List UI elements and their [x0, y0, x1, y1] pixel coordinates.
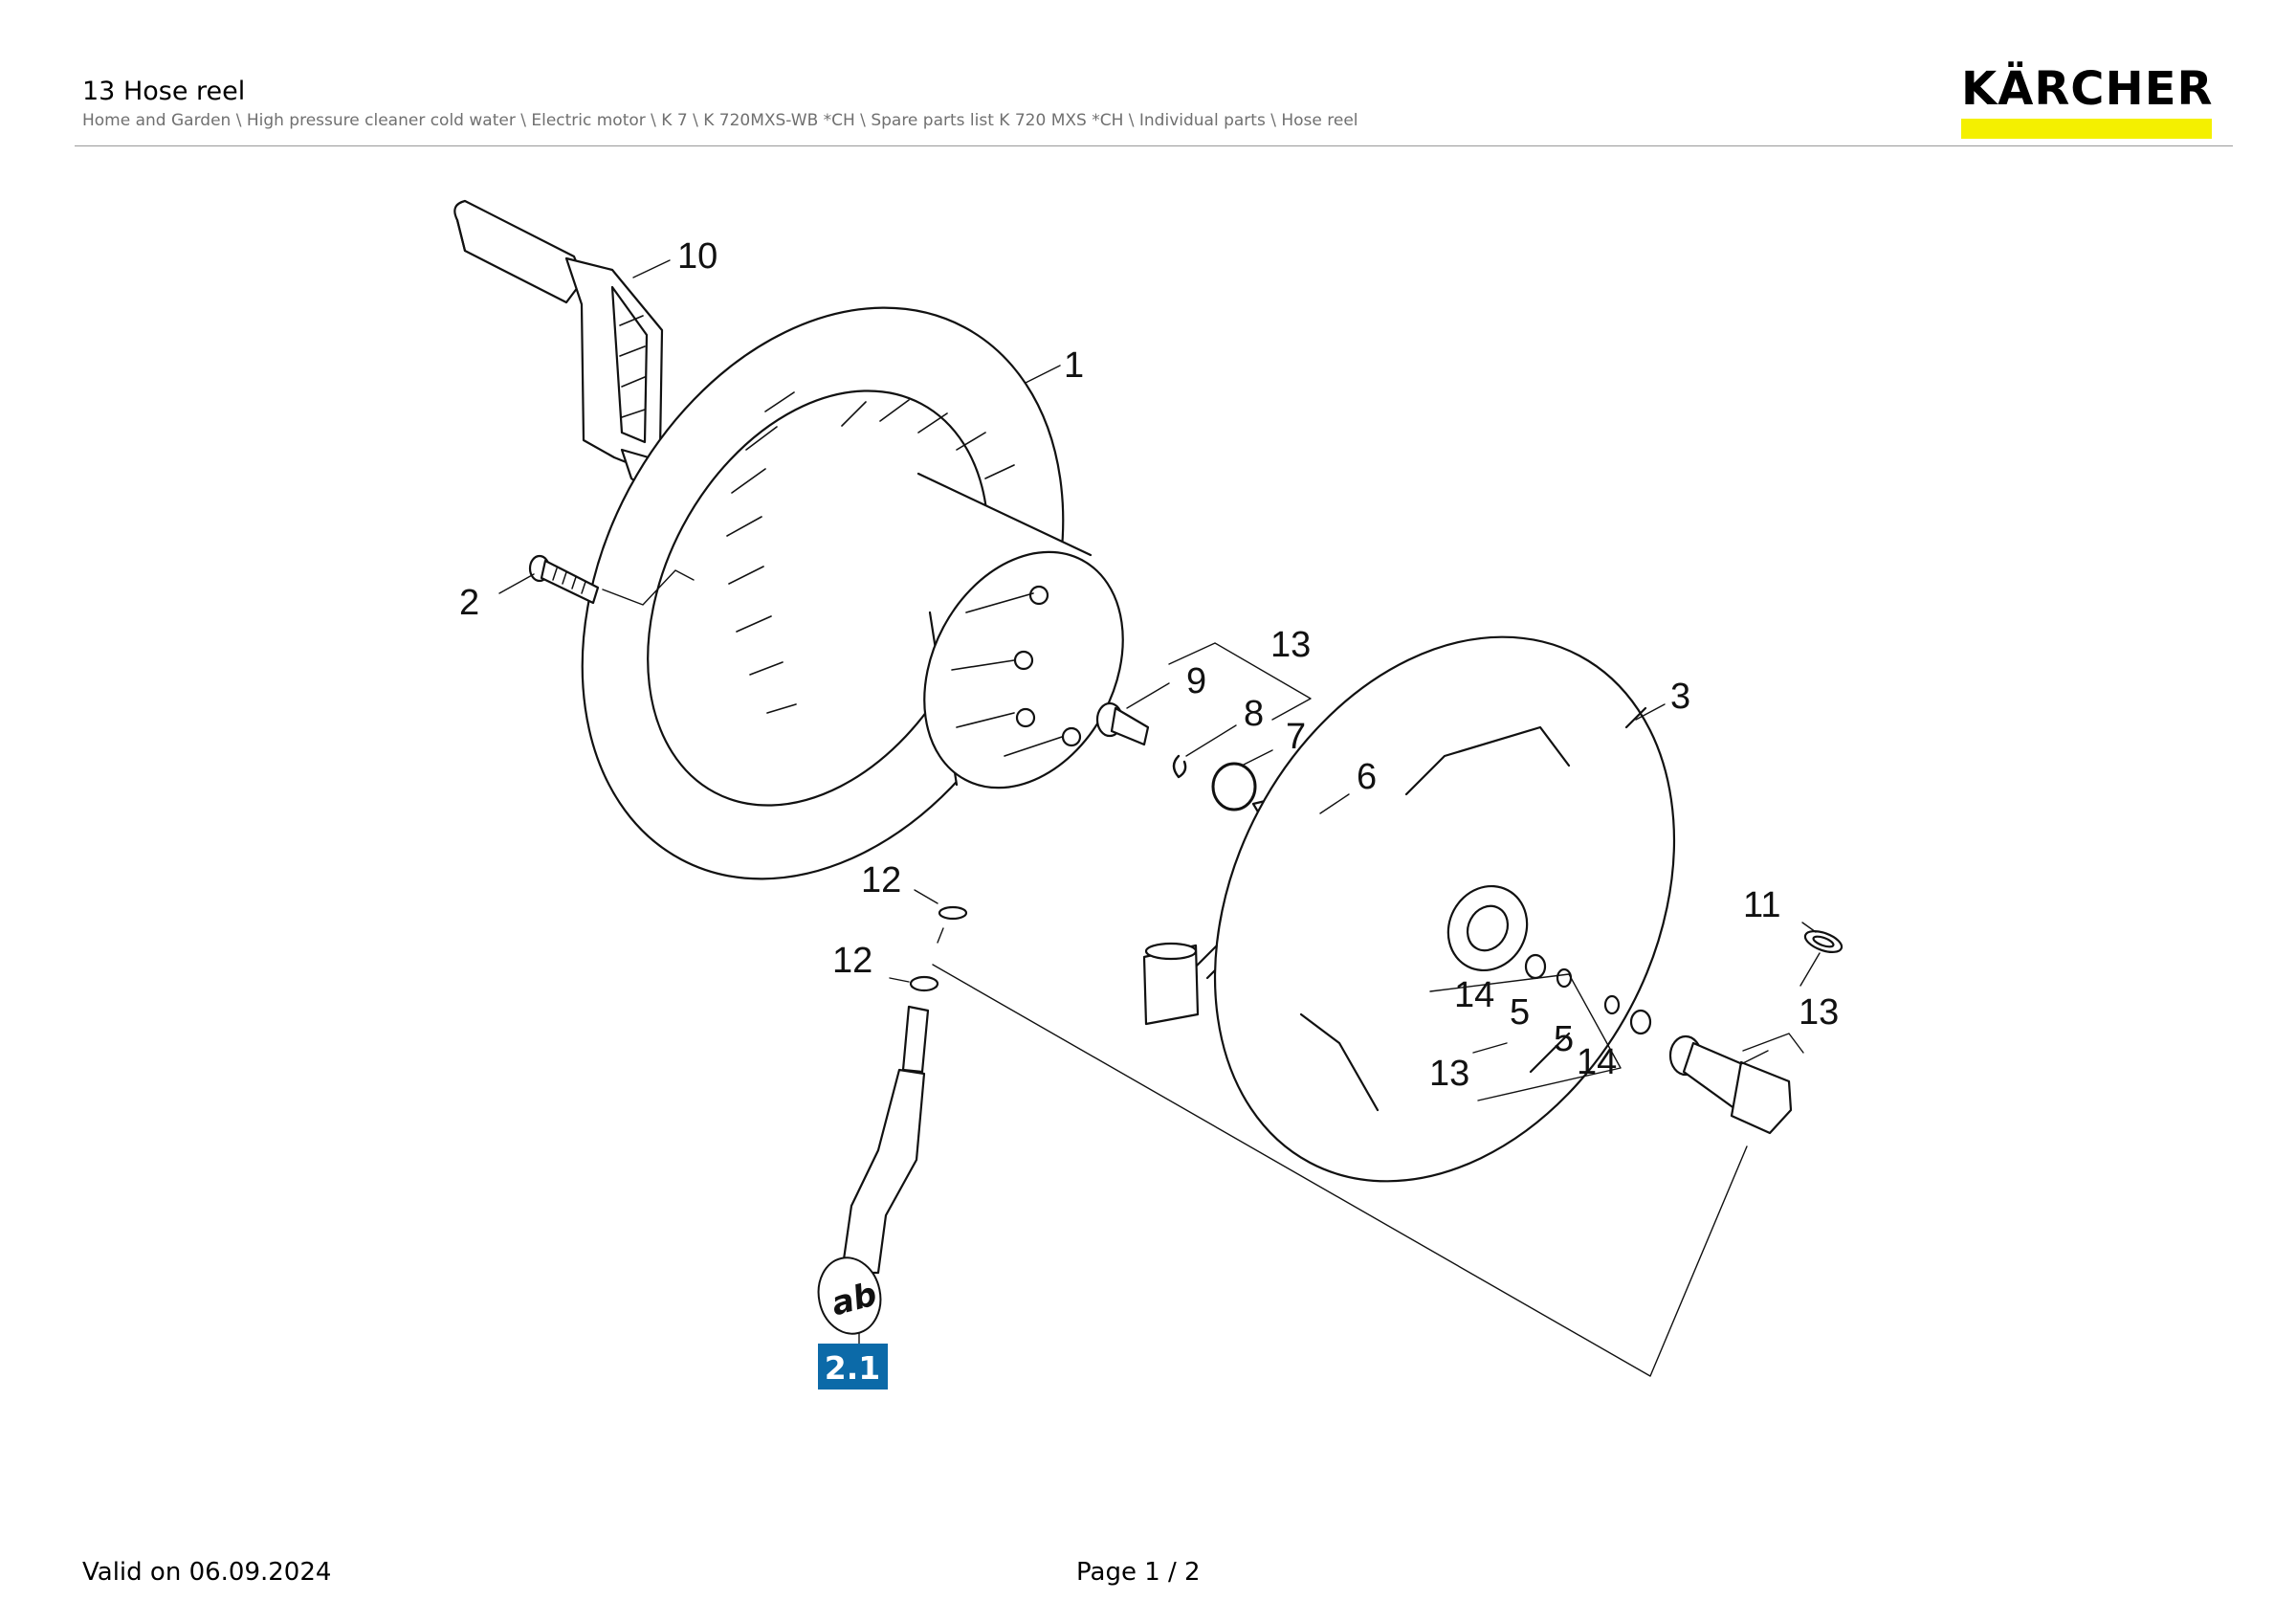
- callout-11: 11: [1743, 885, 1780, 925]
- reference-label[interactable]: 2.1: [825, 1349, 880, 1387]
- karcher-logo: KÄRCHER: [1961, 65, 2214, 139]
- page-number: Page 1 / 2: [1076, 1558, 1201, 1587]
- callout-5-right: 5: [1554, 1019, 1574, 1059]
- part-8-clip: [1172, 754, 1187, 779]
- callout-14-right: 14: [1577, 1042, 1617, 1082]
- callout-1: 1: [1064, 345, 1084, 386]
- logo-wordmark: KÄRCHER: [1961, 62, 2214, 116]
- leader-lines: [498, 259, 1821, 1377]
- callout-2: 2: [459, 583, 479, 623]
- callout-12-upper: 12: [861, 860, 901, 900]
- callout-7: 7: [1286, 717, 1306, 757]
- callout-10: 10: [677, 236, 718, 277]
- callout-13-top: 13: [1270, 625, 1311, 665]
- callout-13-right: 13: [1799, 992, 1839, 1033]
- part-13-coupling: [1668, 1034, 1793, 1135]
- part-9-bolt: [1095, 701, 1150, 746]
- callout-8: 8: [1244, 694, 1264, 734]
- callout-6: 6: [1357, 757, 1377, 797]
- validity-date: Valid on 06.09.2024: [82, 1558, 332, 1587]
- part-2-screw: [528, 554, 600, 605]
- callout-9: 9: [1186, 661, 1206, 701]
- callout-14-left: 14: [1454, 975, 1494, 1015]
- callout-13-bottom: 13: [1429, 1054, 1469, 1094]
- header-divider: [75, 145, 2233, 146]
- callout-3: 3: [1670, 677, 1690, 717]
- breadcrumb: Home and Garden \ High pressure cleaner …: [82, 111, 1358, 130]
- part-hose: [840, 1005, 930, 1275]
- part-11-washer: [1803, 930, 1843, 953]
- part-7-ring: [1211, 762, 1257, 812]
- callout-12-lower: 12: [832, 941, 872, 981]
- page-title: 13 Hose reel: [82, 77, 246, 106]
- page-header: 13 Hose reel Home and Garden \ High pres…: [82, 77, 1358, 130]
- logo-yellow-bar: [1961, 119, 2212, 139]
- part-3-cover-disc: [1213, 635, 1676, 1183]
- part-1-reel-drum: [581, 306, 1124, 880]
- callout-5-left: 5: [1510, 992, 1530, 1033]
- material-symbol-ab: ab: [817, 1256, 882, 1335]
- part-12-seals: [909, 905, 968, 992]
- reference-2-1[interactable]: 2.1: [818, 1344, 888, 1390]
